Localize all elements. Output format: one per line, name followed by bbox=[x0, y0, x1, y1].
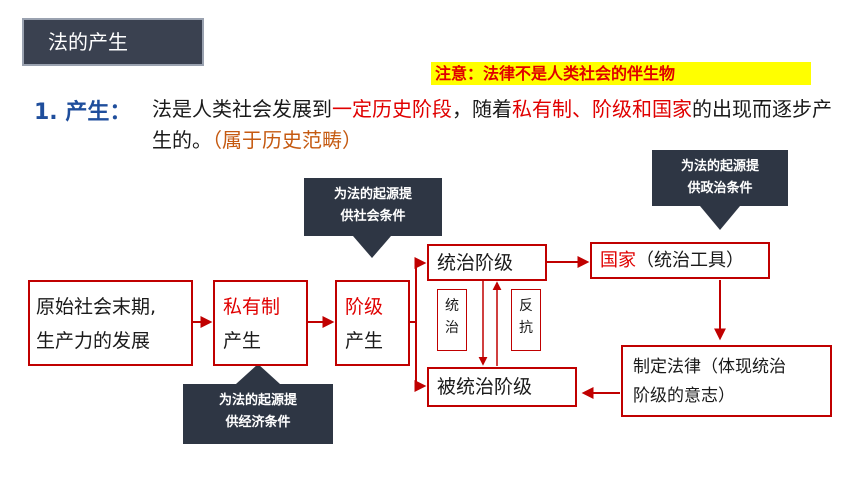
body-part-2: ，随着 bbox=[452, 97, 512, 121]
state-black: （统治工具） bbox=[636, 250, 744, 271]
hint-political: 为法的起源提 供政治条件 bbox=[652, 150, 788, 206]
arrow-class-ruling bbox=[410, 257, 427, 323]
origin-line2: 生产力的发展 bbox=[36, 330, 151, 352]
label-rule: 统 治 bbox=[437, 289, 467, 351]
box-class: 阶级 产生 bbox=[335, 280, 410, 366]
box-origin: 原始社会末期, 生产力的发展 bbox=[28, 280, 193, 366]
hint-political-line2: 供政治条件 bbox=[687, 181, 753, 196]
hint-economic: 为法的起源提 供经济条件 bbox=[183, 384, 333, 444]
body-red-1: 一定历史阶段 bbox=[332, 97, 452, 121]
hint-economic-line2: 供经济条件 bbox=[225, 415, 291, 430]
box-private-ownership: 私有制 产生 bbox=[213, 280, 308, 366]
law-line1: 制定法律（体现统治 bbox=[633, 357, 786, 377]
resist-char-2: 抗 bbox=[519, 320, 533, 336]
hint-social-line2: 供社会条件 bbox=[340, 209, 406, 224]
class-red: 阶级 bbox=[345, 296, 384, 318]
box-ruled-class: 被统治阶级 bbox=[427, 367, 577, 407]
point-heading: 1. 产生： bbox=[34, 100, 132, 125]
box-ruling-class: 统治阶级 bbox=[427, 244, 547, 281]
law-line2: 阶级的意志） bbox=[633, 386, 735, 406]
private-red: 私有制 bbox=[223, 296, 281, 318]
label-resist: 反 抗 bbox=[511, 289, 541, 351]
arrow-class-ruled bbox=[414, 322, 427, 392]
body-part-1: 法是人类社会发展到 bbox=[152, 97, 332, 121]
rule-char-2: 治 bbox=[445, 320, 459, 336]
hint-pointer-social bbox=[353, 236, 391, 258]
private-black: 产生 bbox=[223, 330, 262, 352]
definition-text: 法是人类社会发展到一定历史阶段，随着私有制、阶级和国家的出现而逐步产生的。（属于… bbox=[152, 94, 832, 156]
rule-char-1: 统 bbox=[445, 298, 459, 314]
hint-social-line1: 为法的起源提 bbox=[333, 187, 412, 202]
hint-social: 为法的起源提 供社会条件 bbox=[304, 178, 442, 236]
origin-line1: 原始社会末期, bbox=[36, 296, 157, 318]
state-red: 国家 bbox=[600, 250, 636, 271]
hint-pointer-economic bbox=[236, 364, 280, 384]
hint-economic-line1: 为法的起源提 bbox=[218, 393, 297, 408]
box-state: 国家（统治工具） bbox=[590, 242, 770, 279]
body-red-2: 私有制、阶级和国家 bbox=[512, 97, 692, 121]
box-law: 制定法律（体现统治 阶级的意志） bbox=[621, 345, 832, 417]
body-orange: （属于历史范畴） bbox=[212, 128, 362, 152]
hint-pointer-political bbox=[700, 206, 740, 230]
hint-political-line1: 为法的起源提 bbox=[680, 159, 759, 174]
resist-char-1: 反 bbox=[519, 298, 533, 314]
class-black: 产生 bbox=[345, 330, 384, 352]
section-title: 法的产生 bbox=[22, 18, 204, 66]
body-part-3: 的出现而逐步产生的。 bbox=[152, 97, 832, 152]
note-banner: 注意：法律不是人类社会的伴生物 bbox=[431, 62, 811, 85]
